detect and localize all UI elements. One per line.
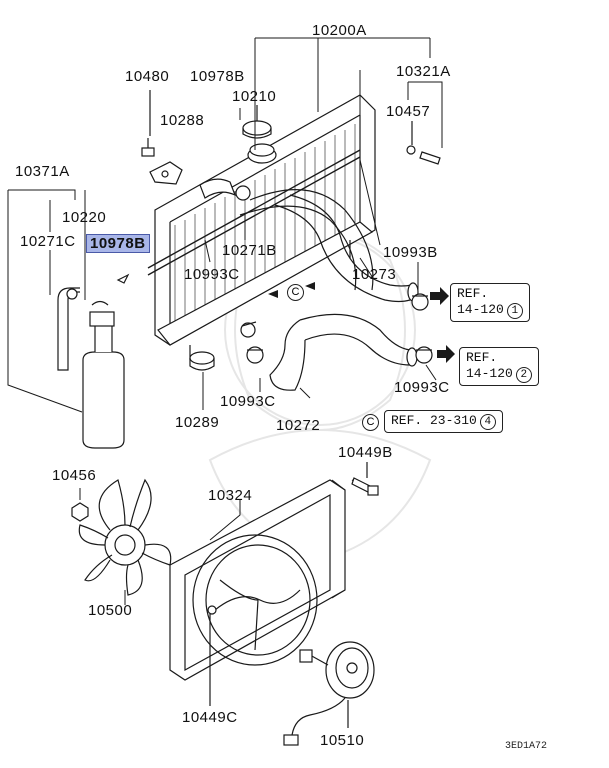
ref-circle-number: 1 (506, 303, 523, 319)
label-10449c: 10449C (182, 709, 238, 726)
label-10271b: 10271B (222, 242, 277, 259)
fan-shroud (169, 479, 346, 706)
label-10371a: 10371A (15, 163, 70, 180)
label-10993c-mid: 10993C (220, 393, 276, 410)
label-10273: 10273 (352, 266, 397, 283)
fan-motor (283, 641, 375, 746)
label-10272: 10272 (276, 417, 321, 434)
label-10456: 10456 (52, 467, 97, 484)
reservoir-tank (82, 300, 125, 449)
clip-10457 (406, 121, 441, 165)
fan-blade (78, 478, 172, 596)
bolt-10449b (351, 462, 379, 496)
label-10289: 10289 (175, 414, 220, 431)
label-10480: 10480 (125, 68, 170, 85)
bracket-10288 (149, 161, 183, 185)
label-10210: 10210 (232, 88, 277, 105)
hose-10272 (269, 313, 418, 391)
ref-text: REF. (466, 350, 498, 365)
radiator (147, 94, 376, 360)
label-10500: 10500 (88, 602, 133, 619)
label-10993b: 10993B (383, 244, 438, 261)
label-10993c-right: 10993C (394, 379, 450, 396)
grommet-10289 (189, 351, 215, 371)
hose-marker-c: C (287, 284, 304, 301)
ref-prefix-circle: C (362, 414, 379, 431)
label-10200a: 10200A (312, 22, 367, 39)
label-10993c-upper: 10993C (184, 266, 240, 283)
label-10271c: 10271C (20, 233, 76, 250)
flow-arrows (268, 282, 455, 363)
diagram-code: 3ED1A72 (505, 741, 548, 752)
leader-lines (7, 37, 443, 605)
radiator-cap-10210 (242, 105, 272, 139)
label-10321a: 10321A (396, 63, 451, 80)
ref-number: 14-120 (466, 366, 513, 381)
ref-text: REF. (457, 286, 489, 301)
label-10510: 10510 (320, 732, 365, 749)
ref-circle-number: 4 (479, 414, 496, 430)
label-10449b: 10449B (338, 444, 393, 461)
ref-number: 14-120 (457, 302, 504, 317)
bolt-10480 (141, 90, 155, 157)
label-10324: 10324 (208, 487, 253, 504)
nut-10456 (71, 502, 89, 522)
label-10457: 10457 (386, 103, 431, 120)
upper-hose (239, 189, 374, 291)
overflow-hose (57, 287, 80, 371)
label-10978b-highlighted[interactable]: 10978B (86, 234, 150, 253)
hose-clamps (235, 185, 433, 364)
clamp-10978b (116, 273, 130, 284)
ref-text: REF. 23-310 (391, 413, 477, 428)
label-10288: 10288 (160, 112, 205, 129)
ref-circle-number: 2 (515, 367, 532, 383)
label-10978b-top: 10978B (190, 68, 245, 85)
label-10220: 10220 (62, 209, 107, 226)
